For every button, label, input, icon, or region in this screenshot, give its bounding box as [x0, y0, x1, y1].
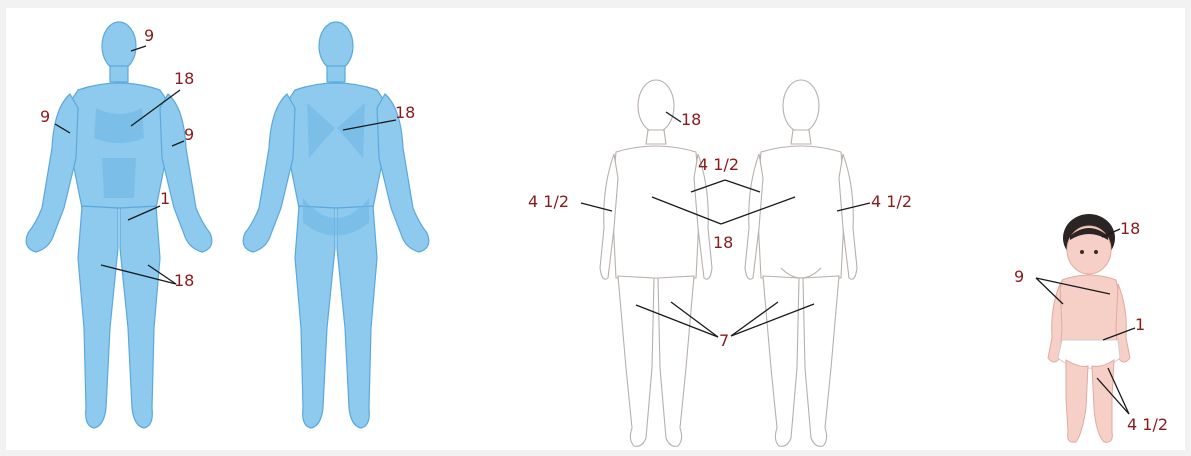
adult-back-trunk-label: 18 — [395, 103, 415, 122]
child-head-label: 18 — [681, 110, 701, 129]
child-upper-arm-label: 4 1/2 — [698, 155, 739, 174]
infant-arms-label: 9 — [1014, 267, 1024, 286]
adult-back-figure — [243, 22, 429, 428]
adult-head-label: 9 — [144, 26, 154, 45]
adult-genitalia-label: 1 — [160, 189, 170, 208]
infant-head-label: 18 — [1120, 219, 1140, 238]
child-right-arm-label: 4 1/2 — [871, 192, 912, 211]
child-legs-label: 7 — [719, 331, 729, 350]
adult-legs-label: 18 — [174, 271, 194, 290]
adult-left-arm-label: 9 — [40, 107, 50, 126]
child-back-figure — [745, 80, 857, 446]
child-front-figure — [600, 80, 712, 446]
child-left-arm-label: 4 1/2 — [528, 192, 569, 211]
infant-figure — [1048, 214, 1130, 442]
burn-rule-of-nines-diagram: 9 18 9 9 1 18 18 18 4 1/2 4 1/2 4 1/2 18… — [6, 8, 1185, 450]
infant-genitalia-label: 1 — [1135, 315, 1145, 334]
diagram-panel: 9 18 9 9 1 18 18 18 4 1/2 4 1/2 4 1/2 18… — [6, 8, 1185, 450]
infant-legs-label: 4 1/2 — [1127, 415, 1168, 434]
adult-right-arm-label: 9 — [184, 125, 194, 144]
child-trunk-label: 18 — [713, 233, 733, 252]
adult-trunk-label: 18 — [174, 69, 194, 88]
